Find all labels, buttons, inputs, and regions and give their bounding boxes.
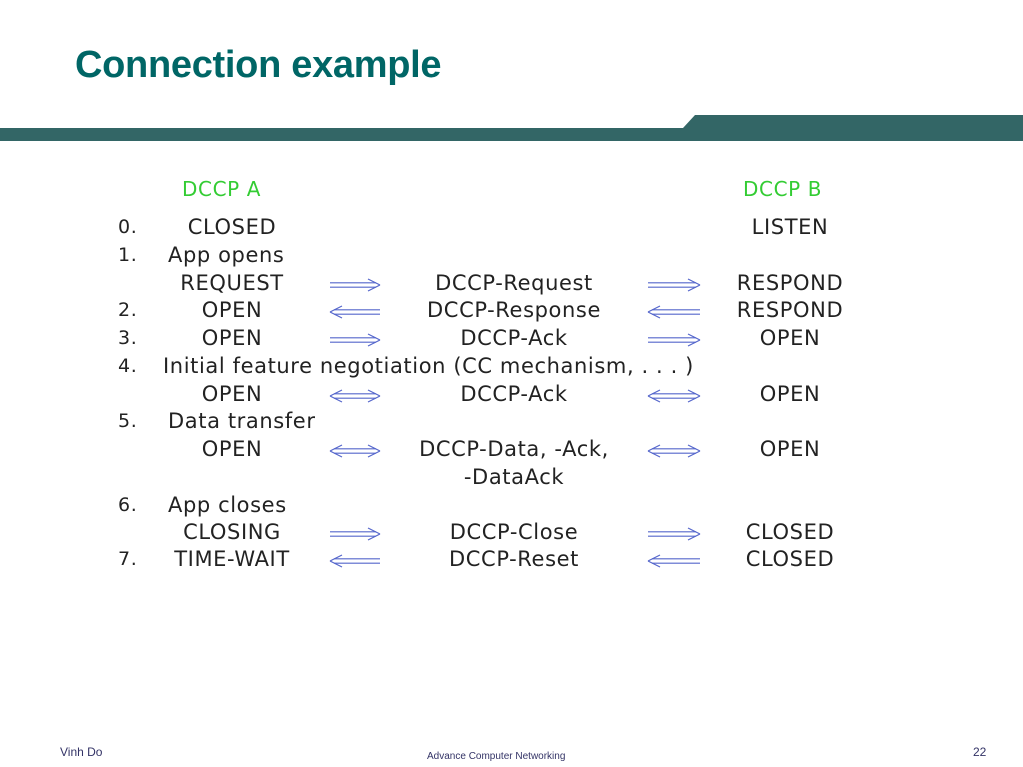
dccp-a-state: TIME-WAIT: [174, 547, 290, 571]
packet-label: DCCP-Reset: [449, 547, 579, 571]
slide-title: Connection example: [75, 44, 442, 86]
title-banner: [0, 115, 1023, 141]
step-number: 5.: [118, 410, 138, 432]
dccp-a-state: CLOSING: [183, 520, 281, 544]
step-number: 7.: [118, 548, 138, 570]
packet-label: DCCP-Ack: [460, 326, 568, 350]
step-number: 0.: [118, 216, 138, 238]
dccp-b-state: OPEN: [759, 382, 821, 406]
arrow-right-row-4-b: [648, 333, 701, 347]
arrow-right-row-11-b: [648, 527, 701, 541]
step-number: 6.: [118, 494, 138, 516]
dccp-b-state: OPEN: [759, 326, 821, 350]
step-number: 4.: [118, 355, 138, 377]
dccp-b-state: CLOSED: [745, 547, 835, 571]
arrow-both-row-6-a: [329, 389, 381, 403]
packet-label: DCCP-Response: [427, 298, 601, 322]
arrow-right-row-11-a: [330, 527, 381, 541]
arrow-both-row-8-b: [647, 444, 701, 458]
step-number: 2.: [118, 299, 138, 321]
arrow-both-row-6-b: [647, 389, 701, 403]
arrow-left-row-3-a: [329, 305, 380, 319]
dccp-a-state: OPEN: [201, 298, 263, 322]
dccp-b-state: LISTEN: [751, 215, 829, 239]
step-description: App closes: [168, 493, 287, 517]
header-dccp-b: DCCP B: [743, 177, 823, 201]
dccp-b-state: OPEN: [759, 437, 821, 461]
dccp-a-state: OPEN: [201, 326, 263, 350]
dccp-a-state: REQUEST: [180, 271, 284, 295]
arrow-both-row-8-a: [329, 444, 381, 458]
packet-label: -DataAck: [463, 465, 565, 489]
footer-author: Vinh Do: [60, 745, 103, 759]
arrow-left-row-3-b: [647, 305, 700, 319]
packet-label: DCCP-Close: [449, 520, 579, 544]
dccp-a-state: OPEN: [201, 382, 263, 406]
dccp-b-state: RESPOND: [736, 271, 844, 295]
dccp-b-state: CLOSED: [745, 520, 835, 544]
step-description: Data transfer: [168, 409, 316, 433]
step-description: App opens: [168, 243, 285, 267]
step-number: 1.: [118, 244, 138, 266]
arrow-right-row-2-b: [648, 278, 701, 292]
arrow-right-row-4-a: [330, 333, 381, 347]
arrow-left-row-12-a: [329, 554, 380, 568]
dccp-a-state: CLOSED: [187, 215, 277, 239]
arrow-right-row-2-a: [330, 278, 381, 292]
packet-label: DCCP-Data, -Ack,: [419, 437, 609, 461]
page-number: 22: [973, 745, 987, 759]
step-description: Initial feature negotiation (CC mechanis…: [163, 354, 694, 378]
arrow-left-row-12-b: [647, 554, 700, 568]
packet-label: DCCP-Request: [435, 271, 593, 295]
dccp-b-state: RESPOND: [736, 298, 844, 322]
dccp-a-state: OPEN: [201, 437, 263, 461]
footer-course: Advance Computer Networking: [427, 751, 566, 762]
header-dccp-a: DCCP A: [182, 177, 262, 201]
step-number: 3.: [118, 327, 138, 349]
packet-label: DCCP-Ack: [460, 382, 568, 406]
